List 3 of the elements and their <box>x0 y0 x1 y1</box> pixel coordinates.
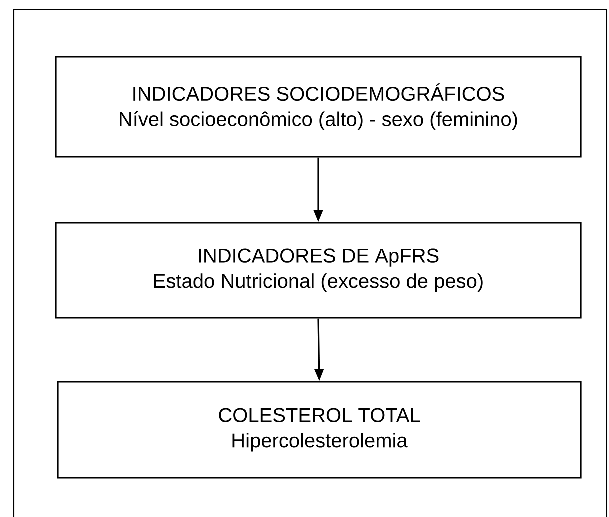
process-box: INDICADORES DE ApFRS Estado Nutricional (excesso de peso) <box>55 222 582 319</box>
process-box: COLESTEROL TOTAL Hipercolesterolemia <box>57 381 582 479</box>
process-box: INDICADORES SOCIODEMOGRÁFICOS Nível socioeconômico (alto) - sexo (feminino) <box>55 56 582 158</box>
